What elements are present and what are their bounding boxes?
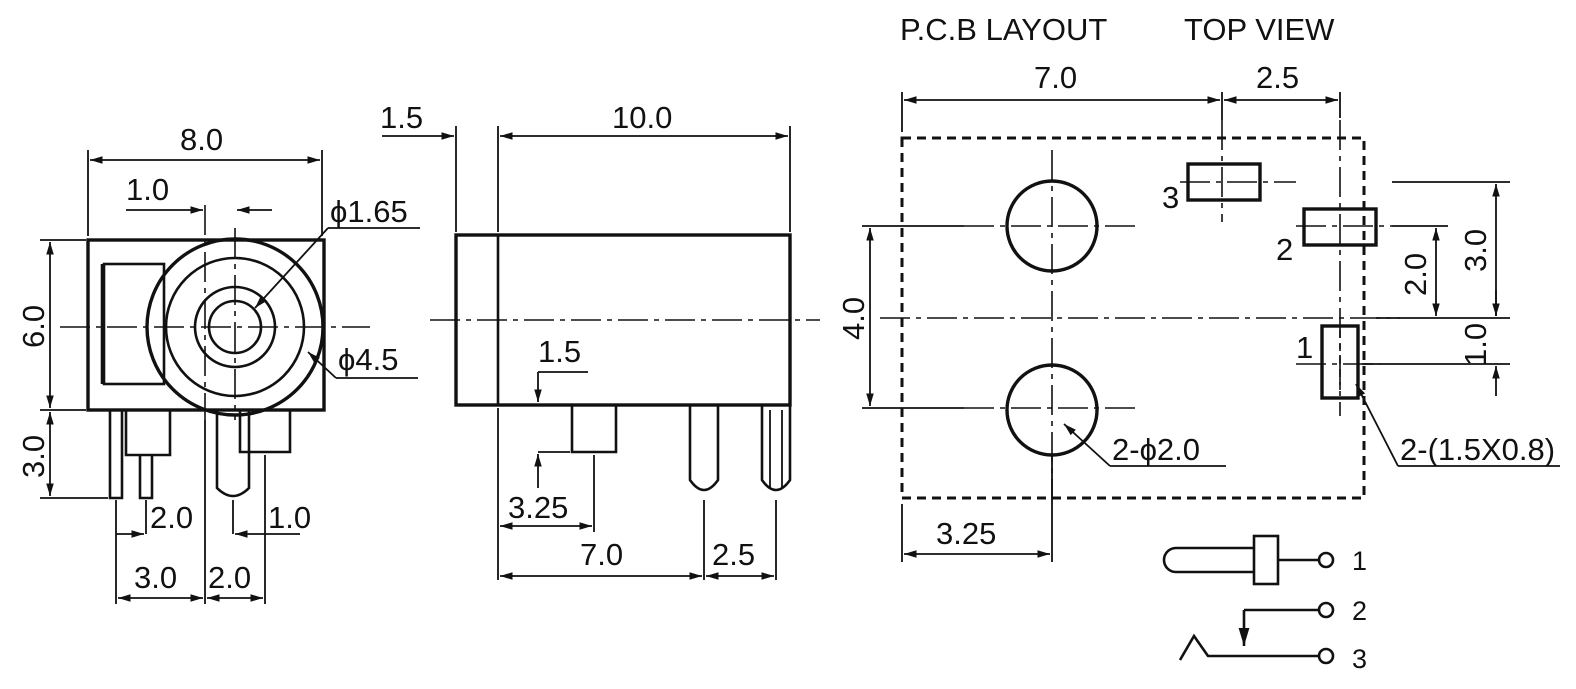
dim-pcb-vertical: 4.0 bbox=[836, 297, 871, 340]
side-pin-1 bbox=[570, 405, 618, 454]
pcb-layout-view: P.C.B LAYOUT TOP VIEW 3 2 1 7.0 2.5 bbox=[836, 12, 1560, 562]
dim-hole-offset: 3.25 bbox=[936, 516, 996, 551]
pcb-pad-3 bbox=[1186, 162, 1262, 202]
schematic-spring bbox=[1178, 633, 1318, 661]
dim-pad-1-offset: 1.0 bbox=[1458, 323, 1493, 366]
hole-spec: 2-ϕ2.0 bbox=[1112, 432, 1200, 467]
dim-front-offset: 1.0 bbox=[126, 172, 169, 207]
terminal-1 bbox=[1317, 551, 1335, 569]
top-view-title: TOP VIEW bbox=[1184, 12, 1335, 47]
dim-pin-hole: ϕ1.65 bbox=[330, 194, 408, 229]
dim-side-length: 10.0 bbox=[612, 100, 672, 135]
dim-nose: 1.5 bbox=[380, 100, 423, 135]
dim-front-height: 6.0 bbox=[16, 305, 51, 348]
schematic-plug bbox=[1162, 546, 1254, 574]
dim-bottom-b: 2.0 bbox=[208, 560, 251, 595]
pad-spec: 2-(1.5X0.8) bbox=[1400, 432, 1555, 467]
pcb-pad-2 bbox=[1302, 207, 1378, 247]
front-view: 8.0 1.0 ϕ1.65 ϕ4.5 6.0 3.0 2.0 1.0 bbox=[16, 122, 420, 604]
pcb-hole-bottom bbox=[1005, 363, 1099, 457]
side-view: 1.5 10.0 1.5 3.25 7.0 2.5 bbox=[380, 100, 820, 580]
dim-pin-length: 3.0 bbox=[16, 435, 51, 478]
pad-label-1: 1 bbox=[1296, 330, 1313, 365]
dim-bottom-a: 3.0 bbox=[134, 560, 177, 595]
schematic-pin-1: 1 bbox=[1352, 546, 1367, 576]
dim-pin-offset: 1.5 bbox=[538, 334, 581, 369]
dim-front-width: 8.0 bbox=[180, 122, 223, 157]
schematic-pin-3: 3 bbox=[1352, 644, 1367, 674]
schematic-pin-2: 2 bbox=[1352, 596, 1367, 626]
dim-last-pitch: 2.5 bbox=[712, 537, 755, 572]
pcb-layout-title: P.C.B LAYOUT bbox=[900, 12, 1107, 47]
front-pin-1 bbox=[108, 410, 124, 500]
terminal-2 bbox=[1317, 601, 1335, 619]
dim-pitch-b: 1.0 bbox=[268, 500, 311, 535]
dim-pad-3-to-1: 3.0 bbox=[1458, 229, 1493, 272]
side-pin-2 bbox=[688, 405, 720, 492]
front-pin-3 bbox=[238, 410, 292, 454]
front-pin-2 bbox=[215, 410, 251, 498]
pcb-hole-top bbox=[1005, 179, 1099, 273]
dim-pitch-a: 2.0 bbox=[150, 500, 193, 535]
pad-label-3: 3 bbox=[1162, 180, 1179, 215]
dim-first-pin: 3.25 bbox=[508, 490, 568, 525]
pad-label-2: 2 bbox=[1276, 232, 1293, 267]
dim-pad-2-to-axis: 2.0 bbox=[1398, 253, 1433, 296]
side-pin-3 bbox=[760, 405, 792, 492]
dim-body-diameter: ϕ4.5 bbox=[338, 342, 398, 377]
pcb-pad-1 bbox=[1320, 324, 1360, 400]
pin-schematic: 1 2 3 bbox=[1162, 534, 1367, 674]
dim-pcb-span-main: 7.0 bbox=[1034, 60, 1077, 95]
terminal-3 bbox=[1317, 647, 1335, 665]
dim-pin-span: 7.0 bbox=[580, 537, 623, 572]
front-side-slot bbox=[102, 262, 166, 386]
dim-pcb-span-right: 2.5 bbox=[1256, 60, 1299, 95]
